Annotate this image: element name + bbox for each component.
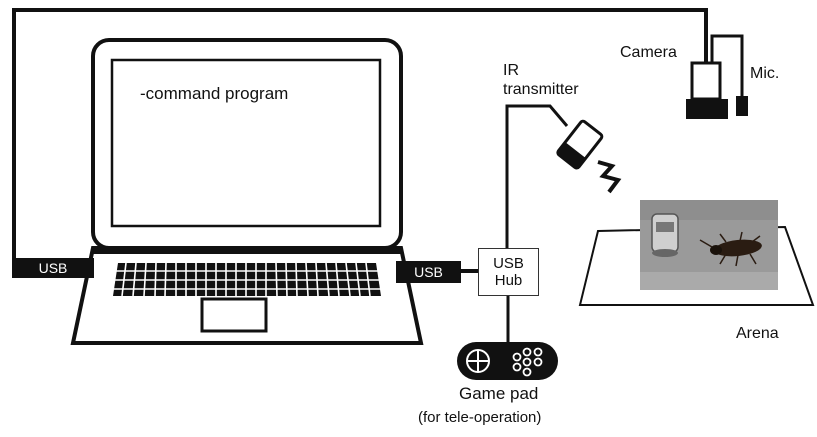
ir-transmitter-device bbox=[556, 119, 604, 170]
camera-device bbox=[686, 61, 728, 119]
ir-cable bbox=[505, 104, 569, 248]
mic-label: Mic. bbox=[750, 65, 780, 82]
camera-cable bbox=[12, 8, 708, 258]
laptop-trackpad bbox=[200, 297, 268, 333]
gamepad-sublabel: (for tele-operation) bbox=[418, 409, 542, 426]
screen-program-text: -command program bbox=[140, 84, 289, 103]
ir-label-2: transmitter bbox=[503, 81, 579, 98]
usb-hub-label-1: USB bbox=[493, 254, 524, 272]
laptop-screen bbox=[110, 58, 382, 228]
mic-device bbox=[736, 96, 748, 116]
gamepad-device bbox=[457, 342, 558, 380]
gamepad-label: Game pad bbox=[459, 384, 539, 403]
usb-hub: USB Hub bbox=[478, 248, 539, 296]
cockroach-icon bbox=[699, 231, 762, 267]
usb-port-right: USB bbox=[396, 261, 461, 283]
laptop-hinge bbox=[93, 246, 401, 254]
usb-port-left: USB bbox=[12, 258, 94, 278]
ir-signal-icon bbox=[597, 160, 622, 194]
laptop-keyboard bbox=[113, 262, 381, 297]
usb-hub-label-2: Hub bbox=[494, 272, 523, 289]
robot-icon bbox=[651, 213, 679, 257]
camera-label: Camera bbox=[620, 44, 677, 61]
arena-label: Arena bbox=[736, 325, 779, 342]
ir-label-1: IR bbox=[503, 62, 519, 79]
camera-mic-cable bbox=[710, 34, 744, 96]
